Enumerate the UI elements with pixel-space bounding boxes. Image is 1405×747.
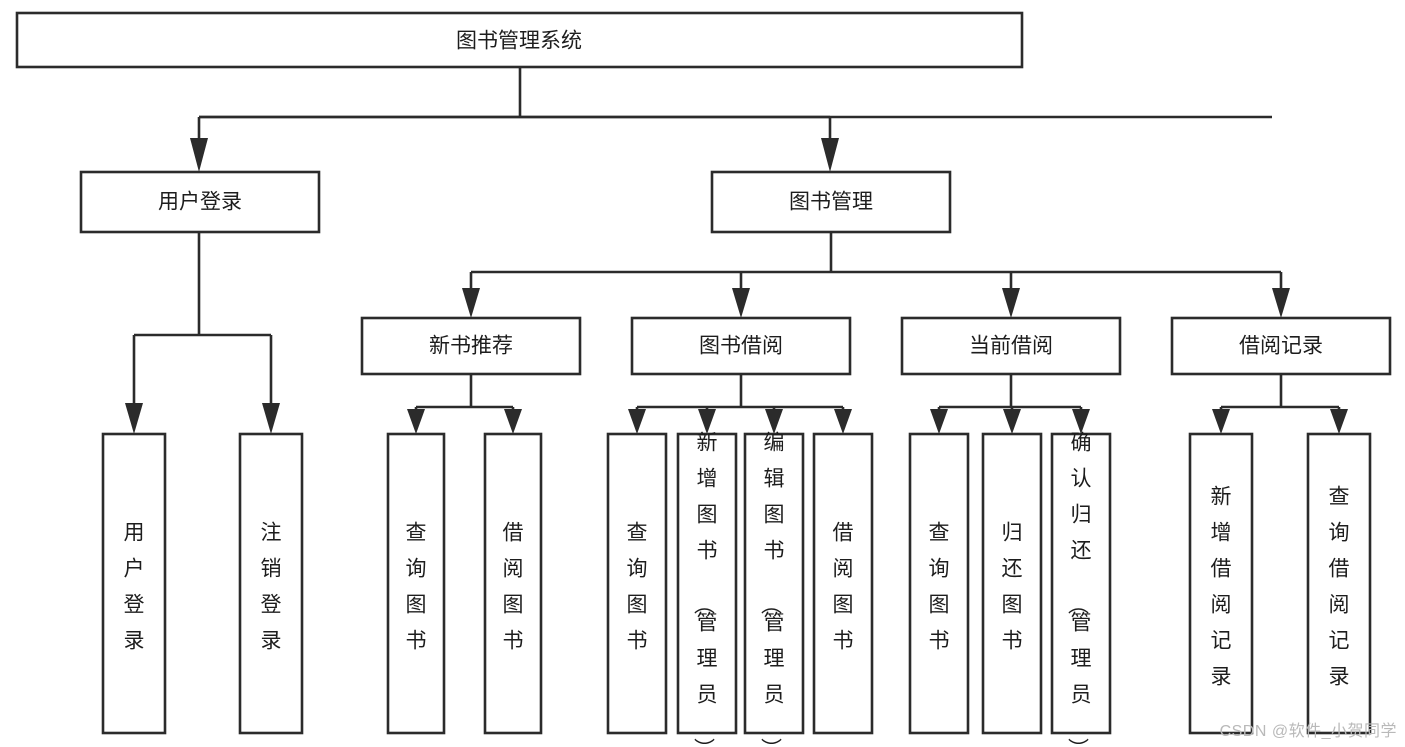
leaf-user-login[interactable]: 用户登录 — [101, 432, 167, 735]
leaf-query-book-rec-box[interactable] — [386, 432, 446, 735]
node-book-management-box[interactable] — [710, 170, 952, 234]
node-new-book-recommend-box[interactable] — [360, 316, 582, 376]
node-current-borrow[interactable]: 当前借阅 — [900, 316, 1122, 376]
leaf-edit-book[interactable]: 编辑图书（管理员） — [743, 432, 805, 747]
node-new-book-recommend[interactable]: 新书推荐 — [360, 316, 582, 376]
node-current-borrow-box[interactable] — [900, 316, 1122, 376]
leaf-query-book-rec[interactable]: 查询图书 — [386, 432, 446, 735]
leaf-borrow-book-rec-label: 借阅图书 — [503, 522, 524, 653]
node-user-login-box[interactable] — [79, 170, 321, 234]
leaf-query-record-box[interactable] — [1306, 432, 1372, 735]
leaf-add-record-box[interactable] — [1188, 432, 1254, 735]
leaf-query-book-rec-label: 查询图书 — [406, 522, 427, 653]
node-root-box[interactable] — [15, 11, 1024, 69]
node-root-book-management-system[interactable]: 图书管理系统 — [15, 11, 1024, 69]
leaf-return-book[interactable]: 归还图书 — [981, 432, 1043, 735]
leaf-query-book-current-box[interactable] — [908, 432, 970, 735]
node-borrow-record[interactable]: 借阅记录 — [1170, 316, 1392, 376]
leaf-edit-book-label: 编辑图书（管理员） — [759, 432, 785, 747]
leaf-borrow-book-rec[interactable]: 借阅图书 — [483, 432, 543, 735]
node-root-label: 图书管理系统 — [456, 30, 582, 53]
leaf-confirm-return-box[interactable] — [1050, 432, 1112, 735]
leaf-borrow-book[interactable]: 借阅图书 — [812, 432, 874, 735]
leaf-borrow-book-box[interactable] — [812, 432, 874, 735]
connector-userlogin-to-leaves — [125, 232, 280, 434]
leaf-confirm-return[interactable]: 确认归还（管理员） — [1050, 432, 1112, 747]
leaf-logout-label: 注销登录 — [261, 522, 282, 653]
leaf-borrow-book-label: 借阅图书 — [833, 522, 854, 653]
node-book-borrow-label: 图书借阅 — [699, 335, 783, 358]
node-book-borrow[interactable]: 图书借阅 — [630, 316, 852, 376]
node-new-book-recommend-label: 新书推荐 — [429, 335, 513, 358]
leaf-add-book-label: 新增图书（管理员） — [692, 432, 718, 747]
leaf-user-login-label: 用户登录 — [124, 522, 145, 653]
leaf-query-record[interactable]: 查询借阅记录 — [1306, 432, 1372, 735]
node-user-login[interactable]: 用户登录 — [79, 170, 321, 234]
connector-borrowrecord-to-leaves — [1212, 374, 1348, 434]
node-borrow-record-label: 借阅记录 — [1239, 335, 1323, 358]
leaf-return-book-label: 归还图书 — [1002, 522, 1023, 653]
leaf-add-book-box[interactable] — [676, 432, 738, 735]
node-user-login-label: 用户登录 — [158, 191, 242, 214]
leaf-nodes-layer: 用户登录 注销登录 查询图书 借阅图书 查询图书 新增图书（管理员） 编辑图书（管理员） 借阅… — [101, 432, 1372, 747]
leaf-query-book-borrow[interactable]: 查询图书 — [606, 432, 668, 735]
leaf-borrow-book-rec-box[interactable] — [483, 432, 543, 735]
connector-bookmanage-to-level3 — [462, 232, 1290, 318]
leaf-query-book-borrow-box[interactable] — [606, 432, 668, 735]
node-current-borrow-label: 当前借阅 — [969, 335, 1053, 358]
connector-currentborrow-to-leaves — [930, 374, 1090, 434]
leaf-add-record[interactable]: 新增借阅记录 — [1188, 432, 1254, 735]
connector-bookborrow-to-leaves — [628, 374, 852, 434]
connector-newbook-to-leaves — [407, 374, 522, 434]
leaf-confirm-return-label: 确认归还（管理员） — [1066, 432, 1092, 747]
leaf-query-book-borrow-label: 查询图书 — [627, 522, 648, 653]
leaf-query-book-current-label: 查询图书 — [929, 522, 950, 653]
node-book-borrow-box[interactable] — [630, 316, 852, 376]
node-book-management[interactable]: 图书管理 — [710, 170, 952, 234]
leaf-return-book-box[interactable] — [981, 432, 1043, 735]
connector-root-to-level2 — [190, 67, 1272, 172]
leaf-edit-book-box[interactable] — [743, 432, 805, 735]
node-borrow-record-box[interactable] — [1170, 316, 1392, 376]
leaf-add-record-label: 新增借阅记录 — [1211, 486, 1232, 689]
leaf-query-book-current[interactable]: 查询图书 — [908, 432, 970, 735]
leaf-logout[interactable]: 注销登录 — [238, 432, 304, 735]
leaf-add-book[interactable]: 新增图书（管理员） — [676, 432, 738, 747]
leaf-query-record-label: 查询借阅记录 — [1329, 486, 1350, 689]
node-book-management-label: 图书管理 — [789, 191, 873, 214]
leaf-user-login-box[interactable] — [101, 432, 167, 735]
leaf-logout-box[interactable] — [238, 432, 304, 735]
